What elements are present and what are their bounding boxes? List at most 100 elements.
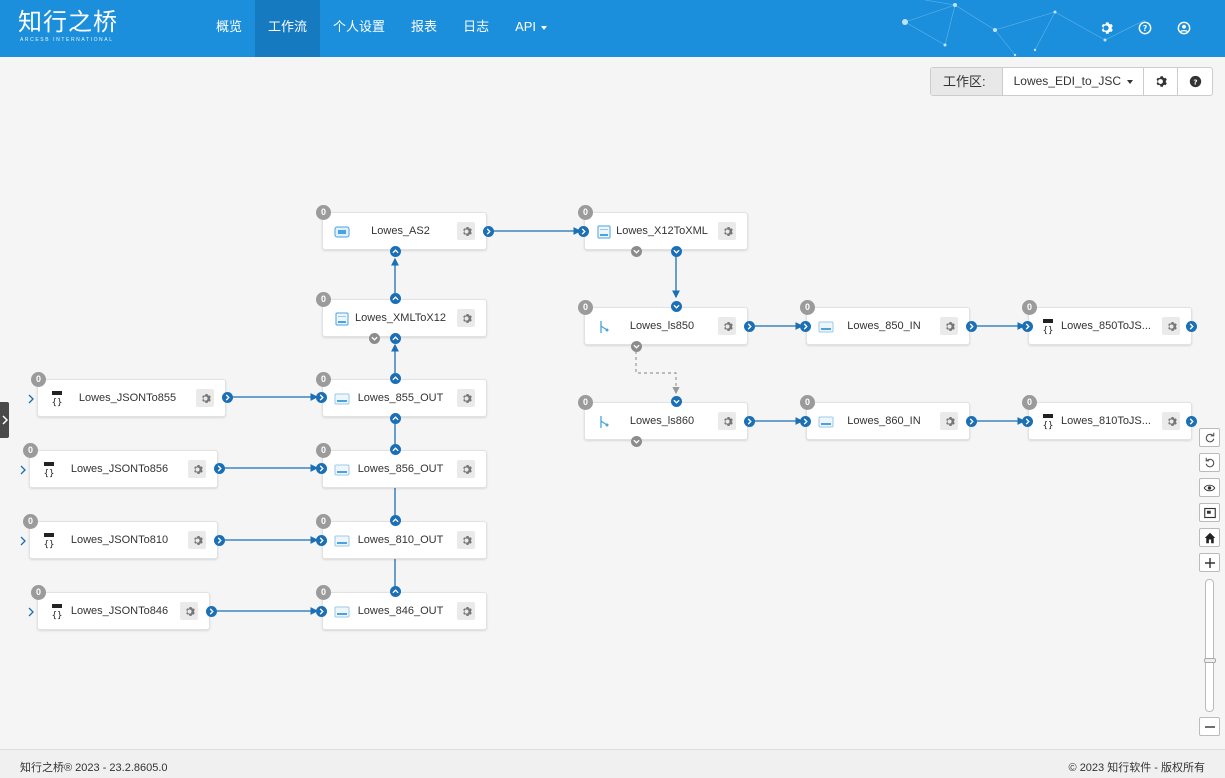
app-logo[interactable]: 知行之桥 ARCESB INTERNATIONAL: [18, 8, 118, 44]
output-port[interactable]: [966, 416, 977, 427]
flow-node-855-out[interactable]: 0 Lowes_855_OUT: [316, 372, 487, 424]
input-port[interactable]: [800, 416, 811, 427]
error-port[interactable]: [631, 436, 642, 447]
input-port[interactable]: [671, 396, 682, 407]
output-port[interactable]: [744, 416, 755, 427]
minimap-button[interactable]: [1199, 503, 1220, 522]
nav-workflow[interactable]: 工作流: [255, 0, 321, 57]
flow-node-810-to-json[interactable]: 0 {} Lowes_810ToJS...: [1022, 395, 1197, 440]
output-port[interactable]: [206, 606, 217, 617]
node-settings-button[interactable]: [457, 389, 475, 407]
flow-node-json-to-856[interactable]: 0 {} Lowes_JSONTo856: [20, 443, 225, 488]
output-port[interactable]: [214, 463, 225, 474]
chevron-right-icon: [747, 418, 752, 425]
output-port[interactable]: [1186, 321, 1197, 332]
input-port[interactable]: [316, 392, 327, 403]
user-account-icon[interactable]: [1173, 17, 1195, 39]
chevron-up-icon: [392, 376, 399, 381]
gear-icon: [723, 321, 733, 331]
flow-node-856-out[interactable]: 0 Lowes_856_OUT: [316, 443, 487, 488]
node-settings-button[interactable]: [940, 412, 958, 430]
output-port[interactable]: [222, 392, 233, 403]
node-settings-button[interactable]: [196, 389, 214, 407]
help-icon[interactable]: ?: [1134, 17, 1156, 39]
flow-node-x12toxml[interactable]: 0 Lowes_X12ToXML: [578, 205, 748, 257]
input-port[interactable]: [1022, 321, 1033, 332]
nav-overview[interactable]: 概览: [216, 19, 243, 34]
flow-node-860-in[interactable]: 0 Lowes_860_IN: [800, 395, 977, 440]
flow-node-json-to-810[interactable]: 0 {} Lowes_JSONTo810: [20, 514, 225, 559]
workspace-help-button[interactable]: ?: [1178, 68, 1212, 95]
output-port[interactable]: [744, 321, 755, 332]
node-settings-button[interactable]: [718, 222, 736, 240]
node-settings-button[interactable]: [188, 460, 206, 478]
flow-node-846-out[interactable]: 0 Lowes_846_OUT: [316, 585, 487, 630]
error-port[interactable]: [631, 341, 642, 352]
node-settings-button[interactable]: [457, 531, 475, 549]
input-port[interactable]: [316, 463, 327, 474]
flow-node-xmltox12[interactable]: 0 Lowes_XMLToX12: [316, 292, 487, 344]
output-port[interactable]: [390, 586, 401, 597]
error-port[interactable]: [631, 246, 642, 257]
output-port[interactable]: [966, 321, 977, 332]
input-port[interactable]: [316, 535, 327, 546]
json-icon: {}: [52, 391, 62, 407]
workspace-dropdown[interactable]: Lowes_EDI_to_JSC: [1003, 68, 1144, 95]
zoom-slider[interactable]: [1204, 579, 1216, 712]
node-settings-button[interactable]: [457, 309, 475, 327]
flow-node-json-to-855[interactable]: 0 {} Lowes_JSONTo855: [28, 372, 233, 417]
nav-logs[interactable]: 日志: [463, 19, 490, 34]
output-port[interactable]: [390, 293, 401, 304]
flow-node-850-in[interactable]: 0 Lowes_850_IN: [800, 300, 977, 345]
output-port[interactable]: [390, 515, 401, 526]
nav-profile[interactable]: 个人设置: [333, 19, 386, 34]
node-settings-button[interactable]: [457, 602, 475, 620]
x12-converter-icon: [335, 312, 349, 326]
node-settings-button[interactable]: [1162, 317, 1180, 335]
flow-node-810-out[interactable]: 0 Lowes_810_OUT: [316, 514, 487, 559]
output-port[interactable]: [671, 246, 682, 257]
output-port[interactable]: [390, 444, 401, 455]
flow-node-json-to-846[interactable]: 0 {} Lowes_JSONTo846: [28, 585, 217, 630]
home-button[interactable]: [1199, 528, 1220, 547]
zoom-out-button[interactable]: [1199, 717, 1220, 736]
toggle-visibility-button[interactable]: [1199, 478, 1220, 497]
output-port[interactable]: [483, 226, 494, 237]
node-settings-button[interactable]: [457, 460, 475, 478]
node-settings-button[interactable]: [718, 412, 736, 430]
zoom-slider-thumb[interactable]: [1204, 658, 1216, 663]
chevron-right-icon: [969, 418, 974, 425]
nav-api[interactable]: API: [502, 0, 560, 57]
chevron-up-icon: [392, 589, 399, 594]
error-port[interactable]: [369, 333, 380, 344]
input-port[interactable]: [316, 606, 327, 617]
flow-node-ls860[interactable]: 0 Lowes_ls860: [578, 395, 755, 447]
input-port[interactable]: [390, 333, 401, 344]
node-settings-button[interactable]: [1162, 412, 1180, 430]
input-port[interactable]: [578, 226, 589, 237]
node-settings-button[interactable]: [457, 222, 475, 240]
input-port[interactable]: [390, 246, 401, 257]
node-settings-button[interactable]: [718, 317, 736, 335]
undo-button[interactable]: [1199, 453, 1220, 472]
input-port[interactable]: [800, 321, 811, 332]
node-settings-button[interactable]: [188, 531, 206, 549]
input-port[interactable]: [1022, 416, 1033, 427]
node-settings-button[interactable]: [180, 602, 198, 620]
nav-reports[interactable]: 报表: [411, 19, 438, 34]
output-port[interactable]: [1186, 416, 1197, 427]
flow-node-as2[interactable]: 0 Lowes_AS2: [316, 205, 494, 257]
bottom-port[interactable]: [390, 413, 401, 424]
flow-node-ls850[interactable]: 0 Lowes_ls850: [578, 300, 755, 352]
redo-button[interactable]: [1199, 428, 1220, 447]
sidebar-toggle-handle[interactable]: [0, 402, 9, 438]
output-port[interactable]: [214, 535, 225, 546]
flow-node-850-to-json[interactable]: 0 {} Lowes_850ToJS...: [1022, 300, 1197, 345]
input-port[interactable]: [671, 301, 682, 312]
output-port[interactable]: [390, 373, 401, 384]
node-settings-button[interactable]: [940, 317, 958, 335]
workspace-settings-button[interactable]: [1144, 68, 1178, 95]
gear-icon[interactable]: [1095, 17, 1117, 39]
zoom-in-button[interactable]: [1199, 553, 1220, 572]
chevron-right-icon: [225, 394, 230, 401]
